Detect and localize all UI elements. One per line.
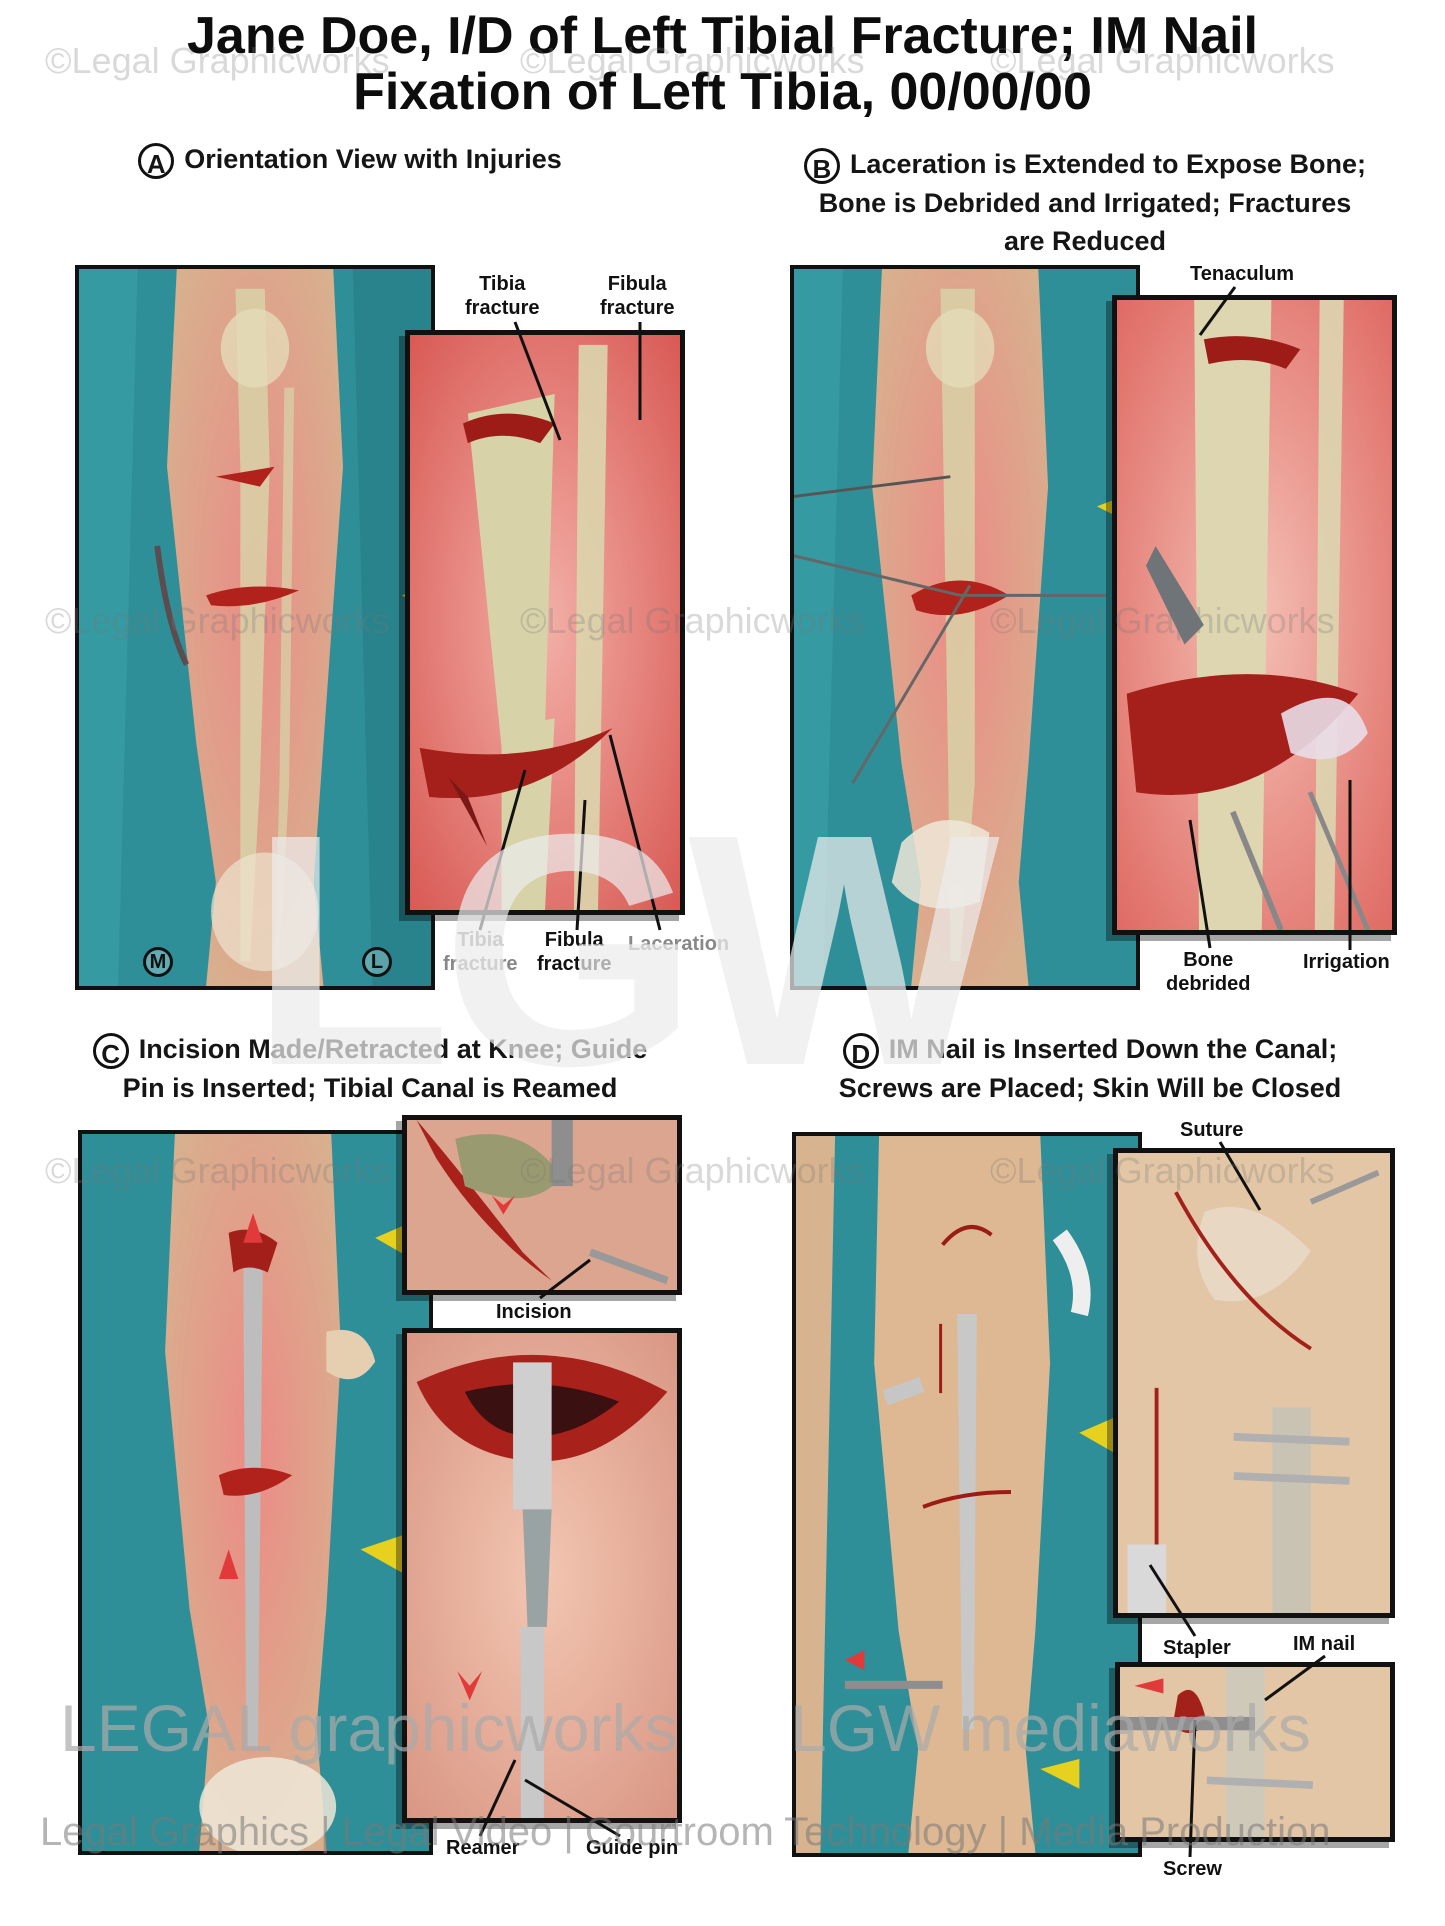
- panel-a-heading: A Orientation View with Injuries: [80, 140, 620, 179]
- label-irrigation: Irrigation: [1303, 951, 1390, 973]
- title-line-2: Fixation of Left Tibia, 00/00/00: [353, 63, 1092, 121]
- label-tibia-fracture-bottom: Tibia fracture: [443, 928, 517, 976]
- watermark-brand-right: LGW mediaworks: [790, 1691, 1311, 1765]
- label-bone-debrided: Bone debrided: [1166, 948, 1250, 996]
- label-fibula-fracture-bottom-line2: fracture: [537, 953, 612, 975]
- panel-b-closeup-inset: [1112, 295, 1397, 935]
- panel-c-heading-line1: Incision Made/Retracted at Knee; Guide: [138, 1034, 648, 1064]
- lateral-marker: L: [362, 947, 392, 977]
- label-fibula-fracture-top-line2: fracture: [600, 297, 675, 319]
- panel-a-closeup-inset: [405, 330, 685, 915]
- panel-c-leg-view: [78, 1130, 433, 1855]
- panel-c-reaming-inset: [402, 1328, 682, 1823]
- panel-d-screw-inset: [1115, 1662, 1395, 1842]
- panel-a-fracture-closeup: [410, 335, 680, 910]
- panel-a-leg-illustration: [79, 269, 431, 986]
- panel-d-suture-inset: [1113, 1148, 1395, 1618]
- label-tibia-fracture-top-line2: fracture: [465, 297, 540, 319]
- title-line-1: Jane Doe, I/D of Left Tibial Fracture; I…: [186, 7, 1258, 65]
- panel-c-letter: C: [92, 1032, 129, 1069]
- panel-d-heading-line2: Screws are Placed; Skin Will be Closed: [838, 1072, 1342, 1103]
- panel-c-knee-inset: [402, 1115, 682, 1295]
- label-im-nail: IM nail: [1293, 1633, 1356, 1655]
- label-tibia-fracture-bottom-line1: Tibia: [457, 929, 504, 951]
- watermark-tagline: Legal Graphics | Legal Video | Courtroom…: [40, 1810, 1331, 1854]
- panel-b-leg-illustration: [794, 269, 1136, 986]
- panel-c-knee-incision-closeup: [407, 1120, 677, 1290]
- label-fibula-fracture-top: Fibula fracture: [600, 272, 674, 320]
- panel-b-heading-line3: are Reduced: [1003, 225, 1167, 256]
- label-laceration: Laceration: [628, 933, 730, 955]
- label-incision: Incision: [496, 1301, 572, 1323]
- panel-d-letter: D: [842, 1032, 879, 1069]
- label-suture: Suture: [1180, 1119, 1244, 1141]
- panel-b-heading-line2: Bone is Debrided and Irrigated; Fracture…: [818, 187, 1352, 218]
- label-fibula-fracture-top-line1: Fibula: [607, 273, 667, 295]
- panel-a-leg-view: [75, 265, 435, 990]
- label-bone-debrided-line1: Bone: [1183, 949, 1234, 971]
- label-reamer: Reamer: [446, 1837, 520, 1859]
- panel-d-leg-view: [792, 1132, 1142, 1857]
- panel-d-closure-closeup: [1118, 1153, 1390, 1613]
- watermark-brand-left: LEGAL graphicworks: [60, 1691, 678, 1765]
- panel-a-heading-text: Orientation View with Injuries: [184, 144, 562, 174]
- panel-b-heading-line1: Laceration is Extended to Expose Bone;: [849, 149, 1367, 179]
- panel-c-heading-line2: Pin is Inserted; Tibial Canal is Reamed: [122, 1072, 618, 1103]
- label-fibula-fracture-bottom: Fibula fracture: [537, 928, 611, 976]
- panel-b-letter: B: [803, 147, 840, 184]
- panel-b-debridement-closeup: [1117, 300, 1392, 930]
- medial-marker: M: [143, 947, 173, 977]
- panel-a-letter: A: [138, 142, 175, 179]
- panel-d-heading: D IM Nail is Inserted Down the Canal; Scr…: [770, 1030, 1410, 1107]
- label-bone-debrided-line2: debrided: [1166, 973, 1251, 995]
- panel-d-leg-illustration: [796, 1136, 1138, 1853]
- panel-c-leg-illustration: [82, 1134, 429, 1851]
- label-screw: Screw: [1163, 1858, 1222, 1880]
- panel-d-heading-line1: IM Nail is Inserted Down the Canal;: [888, 1034, 1338, 1064]
- panel-b-leg-view: [790, 265, 1140, 990]
- label-guide-pin: Guide pin: [586, 1837, 679, 1859]
- label-stapler: Stapler: [1163, 1637, 1231, 1659]
- label-tibia-fracture-top: Tibia fracture: [465, 272, 539, 320]
- panel-c-reaming-closeup: [407, 1333, 677, 1818]
- panel-d-screw-closeup: [1120, 1667, 1390, 1837]
- label-tibia-fracture-top-line1: Tibia: [479, 273, 526, 295]
- label-fibula-fracture-bottom-line1: Fibula: [544, 929, 604, 951]
- label-tenaculum: Tenaculum: [1190, 263, 1295, 285]
- label-tibia-fracture-bottom-line2: fracture: [443, 953, 518, 975]
- page-title: Jane Doe, I/D of Left Tibial Fracture; I…: [0, 8, 1445, 120]
